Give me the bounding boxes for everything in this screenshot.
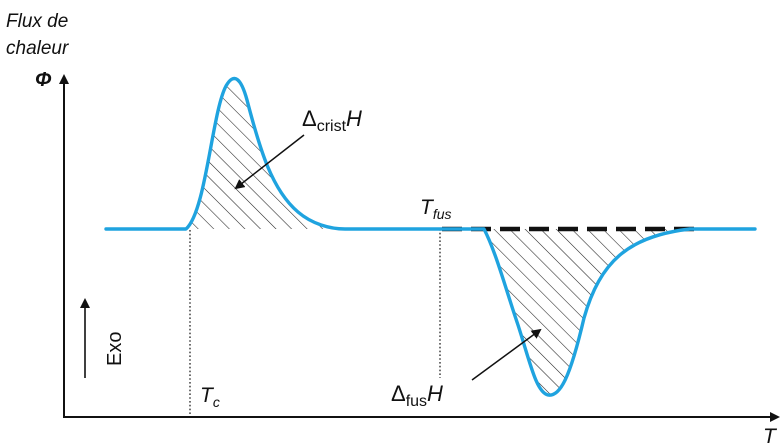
tc-t-symbol: T [200, 384, 215, 407]
fusion-arrow [471, 328, 542, 381]
crystallization-enthalpy-label: ΔcristH [302, 106, 362, 135]
crist-h-symbol: H [346, 106, 362, 131]
exo-label: Exo [104, 332, 126, 366]
y-axis-title-line2: chaleur [6, 38, 69, 59]
tc-subscript: c [213, 394, 220, 410]
y-axis-title-line1: Flux de [6, 11, 68, 32]
y-axis-symbol: Φ [35, 69, 52, 91]
crystallization-arrow [234, 134, 305, 190]
crist-subscript: crist [317, 118, 347, 135]
tfus-t-symbol: T [420, 196, 435, 219]
fus-delta-symbol: Δ [391, 381, 406, 406]
x-axis-symbol: T [763, 425, 778, 447]
fusion-peak-area [484, 229, 690, 396]
crist-delta-symbol: Δ [302, 106, 317, 131]
fusion-enthalpy-label: ΔfusH [391, 381, 443, 410]
crystallization-peak-area [190, 78, 345, 229]
tfus-subscript: fus [433, 206, 452, 222]
fus-subscript: fus [406, 393, 427, 410]
dsc-curve [104, 76, 757, 397]
fus-h-symbol: H [427, 381, 443, 406]
tc-label: Tc [200, 384, 220, 410]
tfus-label: Tfus [420, 196, 452, 222]
